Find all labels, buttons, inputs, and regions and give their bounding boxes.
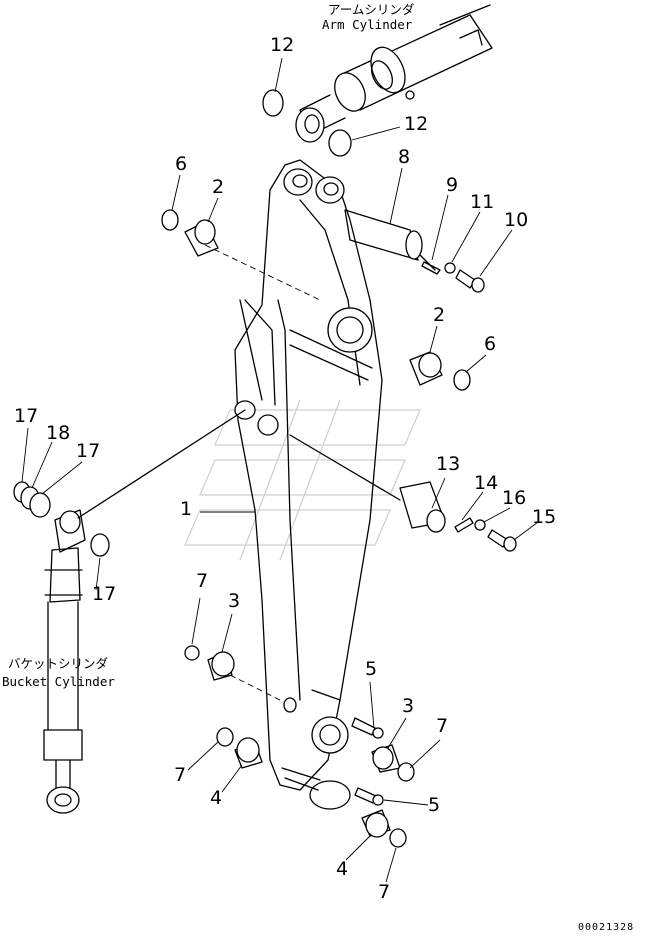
callout-4: 4 — [336, 858, 349, 880]
callout-11: 11 — [470, 191, 495, 213]
bucket-cylinder-label-jp: バケットシリンダ — [8, 656, 109, 671]
callout-5: 5 — [365, 658, 378, 680]
callout-18: 18 — [46, 422, 71, 444]
arm-body — [234, 159, 383, 810]
callout-12: 12 — [404, 113, 429, 135]
callout-2: 2 — [433, 304, 446, 326]
washer-12-left — [262, 89, 284, 117]
callout-6: 6 — [175, 153, 188, 175]
callout-17: 17 — [76, 440, 101, 462]
callout-10: 10 — [504, 209, 529, 231]
callout-12: 12 — [270, 34, 295, 56]
callout-7: 7 — [174, 764, 187, 786]
callout-13: 13 — [436, 453, 461, 475]
arm-cylinder-label-jp: アームシリンダ — [328, 2, 415, 17]
callout-1: 1 — [180, 498, 193, 520]
callout-7: 7 — [196, 570, 209, 592]
bucket-cylinder-label-en: Bucket Cylinder — [2, 674, 115, 689]
callout-9: 9 — [446, 174, 459, 196]
leader-lines — [21, 57, 539, 883]
callout-8: 8 — [398, 146, 411, 168]
callout-7: 7 — [378, 881, 391, 903]
callout-15: 15 — [532, 506, 557, 528]
callout-6: 6 — [484, 333, 497, 355]
callout-17: 17 — [14, 405, 39, 427]
callout-3: 3 — [402, 695, 415, 717]
callout-7: 7 — [436, 715, 449, 737]
callout-16: 16 — [502, 487, 527, 509]
callout-2: 2 — [212, 176, 225, 198]
callout-14: 14 — [474, 472, 499, 494]
parts — [161, 209, 517, 848]
arm-cylinder — [295, 4, 493, 143]
document-number: 00021328 — [578, 922, 635, 933]
callout-17: 17 — [92, 583, 117, 605]
arm-cylinder-label-en: Arm Cylinder — [322, 17, 413, 32]
callout-3: 3 — [228, 590, 241, 612]
callout-5: 5 — [428, 794, 441, 816]
bucket-cylinder — [13, 409, 246, 814]
washer-12-right — [328, 129, 352, 157]
callout-4: 4 — [210, 787, 223, 809]
watermark-logo — [184, 399, 421, 561]
